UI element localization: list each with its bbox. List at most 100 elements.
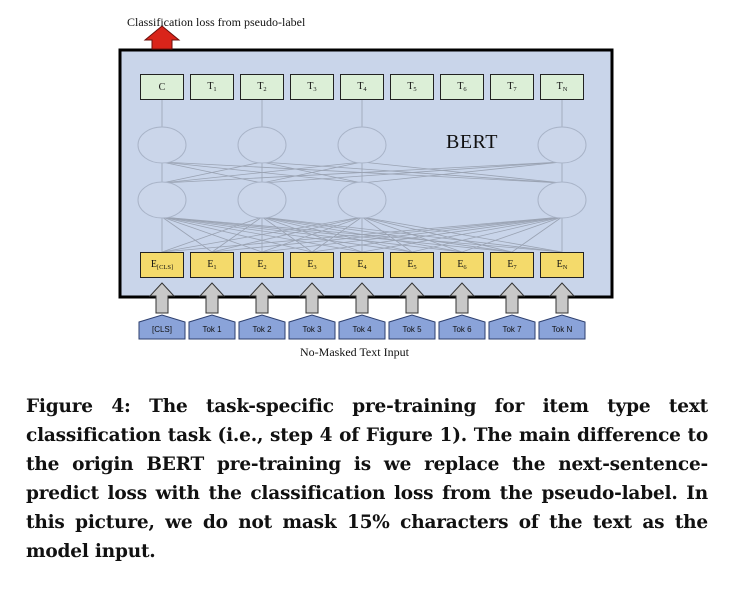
embedding-node-subscript: 2 (263, 264, 267, 271)
hidden-node (337, 126, 387, 164)
attention-connections (161, 100, 563, 253)
embedding-node-subscript: N (562, 264, 568, 271)
embedding-node-base: E (257, 259, 264, 270)
input-arrow-icon (198, 282, 226, 314)
attention-line (161, 216, 363, 253)
token-label: Tok N (551, 324, 573, 334)
embedding-node: E3 (290, 252, 334, 278)
output-node: T1 (190, 74, 234, 100)
token-label: Tok 6 (452, 324, 472, 334)
output-node-base: T (307, 81, 314, 92)
attention-line (161, 216, 513, 253)
input-arrow-icon (398, 282, 426, 314)
hidden-node (137, 126, 187, 164)
input-label: No-Masked Text Input (300, 345, 409, 359)
embedding-node-subscript: 3 (313, 264, 317, 271)
attention-line (261, 161, 563, 184)
output-node: T6 (440, 74, 484, 100)
input-arrow-icon (148, 282, 176, 314)
output-node: C (140, 74, 184, 100)
output-node-base: T (507, 81, 514, 92)
embedding-node-base: E (150, 259, 157, 270)
input-arrow-icon (448, 282, 476, 314)
output-node-subscript: N (562, 86, 568, 93)
token-shapes (138, 314, 586, 340)
attention-line (461, 216, 563, 253)
hidden-layers (137, 126, 587, 219)
attention-line (161, 216, 313, 253)
hidden-node (537, 126, 587, 164)
output-node-subscript: 2 (263, 86, 267, 93)
input-arrow-icon (248, 282, 276, 314)
attention-line (261, 216, 513, 253)
input-arrow-icon (498, 282, 526, 314)
token-label: Tok 4 (352, 324, 372, 334)
attention-line (511, 216, 563, 253)
attention-line (361, 161, 563, 184)
embedding-node: E2 (240, 252, 284, 278)
embedding-node-base: E (457, 259, 464, 270)
model-label: BERT (446, 131, 498, 153)
attention-line (161, 216, 413, 253)
token-box-shape (188, 314, 236, 340)
input-arrows (148, 282, 576, 314)
attention-line (161, 216, 213, 253)
embedding-node: EN (540, 252, 584, 278)
attention-line (161, 216, 263, 253)
attention-line (261, 216, 463, 253)
loss-label: Classification loss from pseudo-label (127, 15, 306, 29)
hidden-node (137, 181, 187, 219)
embedding-node-subscript: 5 (413, 264, 417, 271)
token-label: Tok 1 (202, 324, 222, 334)
output-node-base: T (556, 81, 563, 92)
token-label: Tok 3 (302, 324, 322, 334)
attention-line (261, 161, 363, 184)
token-label: Tok 5 (402, 324, 422, 334)
embedding-node-base: E (307, 259, 314, 270)
output-node-subscript: 3 (313, 86, 317, 93)
embedding-node-subscript: 7 (513, 264, 517, 271)
output-node: T3 (290, 74, 334, 100)
attention-line (361, 216, 463, 253)
embedding-node-base: E (357, 259, 364, 270)
output-node-base: T (457, 81, 464, 92)
hidden-node (337, 181, 387, 219)
attention-line (161, 161, 363, 184)
token-box-shape (238, 314, 286, 340)
output-node-base: T (207, 81, 214, 92)
loss-arrow-icon (143, 25, 181, 50)
attention-line (361, 216, 513, 253)
token-box-shape (538, 314, 586, 340)
hidden-node (237, 126, 287, 164)
input-arrow-icon (348, 282, 376, 314)
embedding-node: E6 (440, 252, 484, 278)
token-label: [CLS] (151, 324, 172, 334)
hidden-node (237, 181, 287, 219)
output-node: T4 (340, 74, 384, 100)
output-node-subscript: 5 (413, 86, 417, 93)
figure-caption: Figure 4: The task-specific pre-training… (26, 396, 708, 562)
embedding-node: E4 (340, 252, 384, 278)
output-node: TN (540, 74, 584, 100)
input-arrow-icon (548, 282, 576, 314)
embedding-node-base: E (407, 259, 414, 270)
output-node-subscript: 6 (463, 86, 467, 93)
output-node: T5 (390, 74, 434, 100)
output-node-base: T (407, 81, 414, 92)
embedding-node: E1 (190, 252, 234, 278)
embedding-node-base: E (507, 259, 514, 270)
token-box-shape (138, 314, 186, 340)
output-node-base: T (257, 81, 264, 92)
hidden-node (537, 181, 587, 219)
attention-line (161, 216, 463, 253)
attention-line (161, 161, 263, 184)
embedding-node-subscript: 4 (363, 264, 367, 271)
attention-line (161, 161, 563, 184)
attention-line (361, 216, 563, 253)
embedding-node: E[CLS] (140, 252, 184, 278)
output-node-base: C (158, 81, 166, 93)
token-box-shape (288, 314, 336, 340)
output-node-subscript: 7 (513, 86, 517, 93)
embedding-node-subscript: 1 (213, 264, 217, 271)
